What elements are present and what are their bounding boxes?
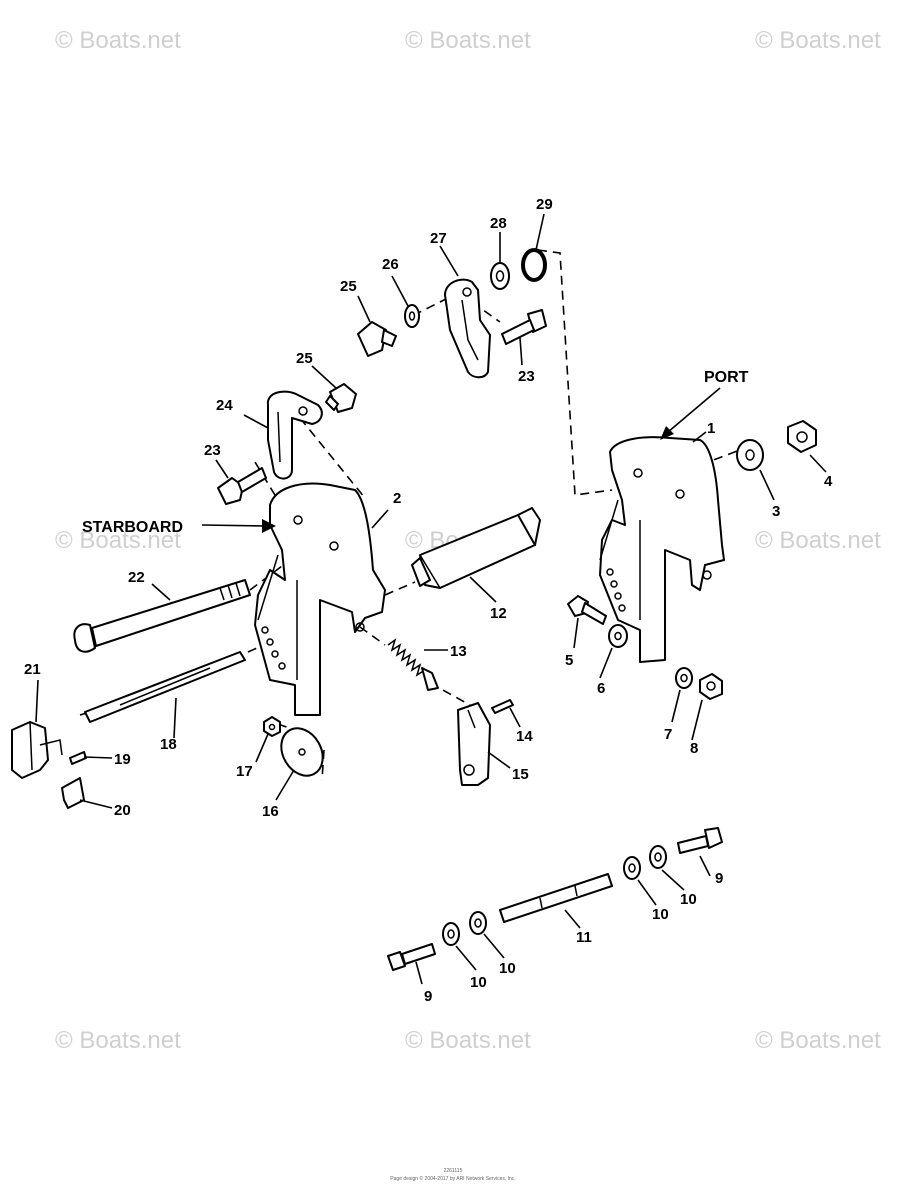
callout-3: 3 [772, 503, 780, 520]
part-spring-13 [387, 638, 439, 691]
callout-28: 28 [490, 215, 507, 232]
callout-18: 18 [160, 736, 177, 753]
part-washer-7 [675, 667, 693, 689]
part-nut-8 [699, 673, 723, 700]
part-washer-10a [649, 845, 667, 869]
port-label: PORT [704, 369, 749, 386]
callout-19: 19 [114, 751, 131, 768]
watermark: © Boats.net [405, 27, 531, 54]
starboard-label: STARBOARD [82, 519, 183, 536]
footer-code: 2261115 [444, 1168, 463, 1174]
part-port-bracket [599, 436, 725, 663]
callout-21: 21 [24, 661, 41, 678]
leader-lines [35, 213, 827, 985]
part-bolt-23-lower [217, 467, 267, 505]
part-tube-11 [499, 873, 613, 923]
part-bolt-9-upper [677, 827, 723, 854]
callout-10-d: 10 [499, 960, 516, 977]
part-link-24 [266, 390, 323, 480]
part-rod-18 [84, 651, 246, 723]
watermark: © Boats.net [755, 27, 881, 54]
callout-23-lower: 23 [204, 442, 221, 459]
callout-25-upper: 25 [340, 278, 357, 295]
part-nut-4 [787, 420, 817, 453]
assembly-lines [79, 249, 741, 781]
callout-1: 1 [707, 420, 715, 437]
watermark: © Boats.net [755, 527, 881, 554]
part-snap-ring-29 [521, 248, 547, 282]
part-washer-6 [608, 624, 628, 648]
part-washer-28 [490, 262, 510, 290]
part-bolt-22 [73, 579, 251, 653]
callout-25-lower: 25 [296, 350, 313, 367]
callout-24: 24 [216, 397, 233, 414]
callout-7: 7 [664, 726, 672, 743]
port-arrow-icon [660, 426, 674, 440]
callout-11: 11 [576, 929, 592, 946]
part-washer-10c [469, 911, 487, 935]
callout-10-a: 10 [652, 906, 669, 923]
part-lever-15 [457, 702, 491, 786]
side-labels: PORT STARBOARD [82, 369, 749, 536]
part-washer-10b [623, 856, 641, 880]
watermark: © Boats.net [405, 1027, 531, 1054]
callout-5: 5 [565, 652, 573, 669]
callout-22: 22 [128, 569, 145, 586]
callout-26: 26 [382, 256, 399, 273]
watermark: © Boats.net [755, 1027, 881, 1054]
callout-6: 6 [597, 680, 605, 697]
part-knob-25-upper [357, 321, 397, 357]
part-hook-27 [444, 278, 491, 379]
callout-9-lower: 9 [424, 988, 432, 1005]
part-washer-26 [404, 304, 420, 328]
callout-14: 14 [516, 728, 533, 745]
callout-12: 12 [490, 605, 507, 622]
part-washer-10d [442, 922, 460, 946]
callout-2: 2 [393, 490, 401, 507]
callout-16: 16 [262, 803, 279, 820]
watermark: © Boats.net [55, 27, 181, 54]
part-pin-19 [69, 751, 87, 765]
part-bolt-23-upper [501, 309, 547, 345]
callout-20: 20 [114, 802, 131, 819]
footer-copyright: Page design © 2004-2017 by ARI Network S… [390, 1175, 515, 1182]
callout-23-upper: 23 [518, 368, 535, 385]
starboard-arrow-icon [262, 519, 276, 533]
part-cylinder-12 [411, 507, 541, 589]
callout-10-b: 10 [680, 891, 697, 908]
part-bolt-5 [567, 595, 607, 625]
part-pin-14 [491, 699, 514, 714]
callouts: 1 2 3 4 5 6 7 8 9 9 10 10 10 10 11 12 13… [24, 196, 833, 1005]
callout-17: 17 [236, 763, 253, 780]
part-nut-17 [263, 716, 281, 737]
footer: 2261115 Page design © 2004-2017 by ARI N… [390, 1168, 515, 1182]
part-knob-25-lower [325, 383, 357, 413]
callout-9-upper: 9 [715, 870, 723, 887]
callout-10-c: 10 [470, 974, 487, 991]
part-clip-20 [61, 777, 85, 809]
watermark: © Boats.net [55, 527, 181, 554]
callout-15: 15 [512, 766, 529, 783]
callout-29: 29 [536, 196, 553, 213]
watermark: © Boats.net [55, 1027, 181, 1054]
part-disc-16 [280, 727, 324, 777]
callout-4: 4 [824, 473, 833, 490]
part-housing-21 [11, 721, 63, 779]
part-bolt-9-lower [387, 943, 436, 971]
part-washer-3 [736, 439, 764, 471]
callout-8: 8 [690, 740, 698, 757]
callout-13: 13 [450, 643, 467, 660]
callout-27: 27 [430, 230, 447, 247]
part-starboard-bracket [254, 482, 386, 716]
